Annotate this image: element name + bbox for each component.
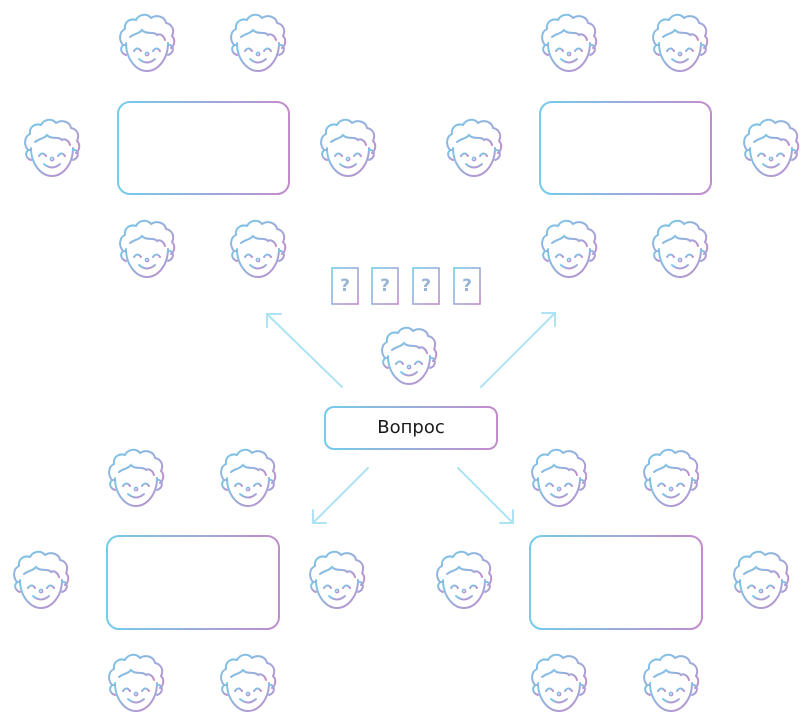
person-face-icon [220, 448, 277, 507]
table-box [106, 535, 280, 630]
question-card: ? [454, 268, 480, 304]
person-face-icon [230, 13, 287, 73]
person-face-icon [743, 118, 800, 177]
person-face-icon [119, 219, 176, 278]
presenter-face-icon [381, 326, 438, 385]
arrows [266, 312, 556, 524]
person-face-icon [13, 550, 70, 609]
table-box [529, 535, 703, 630]
person-face-icon [119, 13, 176, 73]
question-card: ? [332, 268, 358, 304]
question-card: ? [372, 268, 398, 304]
question-card-icon [331, 267, 359, 305]
question-mark: ? [380, 276, 390, 296]
person-face-icon [531, 653, 588, 712]
question-card-icon [453, 267, 481, 305]
question-card-icon [412, 267, 440, 305]
person-face-icon [733, 550, 790, 609]
person-face-icon [652, 219, 709, 278]
group-top-left [24, 13, 377, 278]
question-mark: ? [462, 276, 472, 296]
question-cards [331, 267, 481, 305]
arrow-icon [457, 467, 514, 524]
question-label: Вопрос [377, 417, 445, 438]
group-bottom-left [13, 448, 366, 712]
group-top-right [446, 13, 800, 278]
table-box [117, 101, 290, 195]
person-face-icon [531, 448, 588, 507]
person-face-icon [446, 118, 503, 177]
question-mark: ? [340, 276, 350, 296]
person-face-icon [541, 219, 598, 278]
question-card: ? [413, 268, 439, 304]
person-face-icon [436, 550, 493, 609]
person-face-icon [652, 13, 709, 73]
person-face-icon [220, 653, 277, 712]
arrow-icon [480, 312, 556, 388]
person-face-icon [24, 118, 81, 177]
question-box [324, 406, 498, 450]
person-face-icon [643, 653, 700, 712]
group-bottom-right [436, 448, 790, 712]
person-face-icon [320, 118, 377, 177]
arrow-icon [312, 467, 369, 524]
person-face-icon [108, 448, 165, 507]
person-face-icon [309, 550, 366, 609]
table-box [539, 101, 712, 195]
person-face-icon [108, 653, 165, 712]
person-face-icon [643, 448, 700, 507]
question-mark: ? [421, 276, 431, 296]
question-card-icon [371, 267, 399, 305]
person-face-icon [541, 13, 598, 73]
person-face-icon [230, 219, 287, 278]
arrow-icon [266, 313, 343, 388]
